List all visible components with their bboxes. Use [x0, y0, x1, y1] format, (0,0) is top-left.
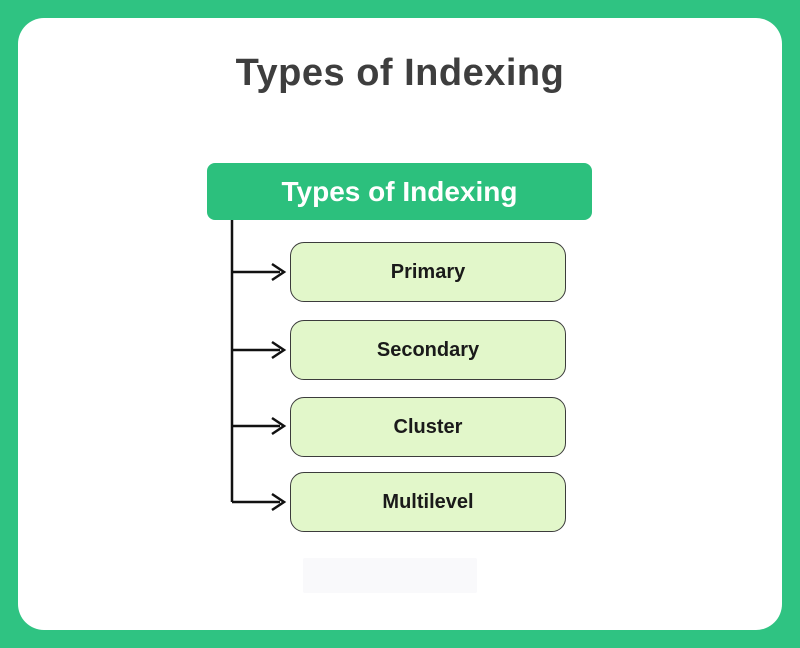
node-primary: Primary	[290, 242, 566, 302]
node-label: Cluster	[393, 415, 463, 438]
node-secondary: Secondary	[290, 320, 566, 380]
node-cluster: Cluster	[290, 397, 566, 457]
root-node-types-of-indexing: Types of Indexing	[207, 163, 592, 220]
node-label: Primary	[390, 260, 466, 283]
root-node-label: Types of Indexing	[281, 175, 518, 207]
node-multilevel: Multilevel	[290, 472, 566, 532]
node-label: Multilevel	[382, 490, 474, 513]
page-title: Types of Indexing	[235, 52, 565, 94]
faded-watermark-box	[303, 558, 477, 593]
node-label: Secondary	[376, 338, 480, 361]
